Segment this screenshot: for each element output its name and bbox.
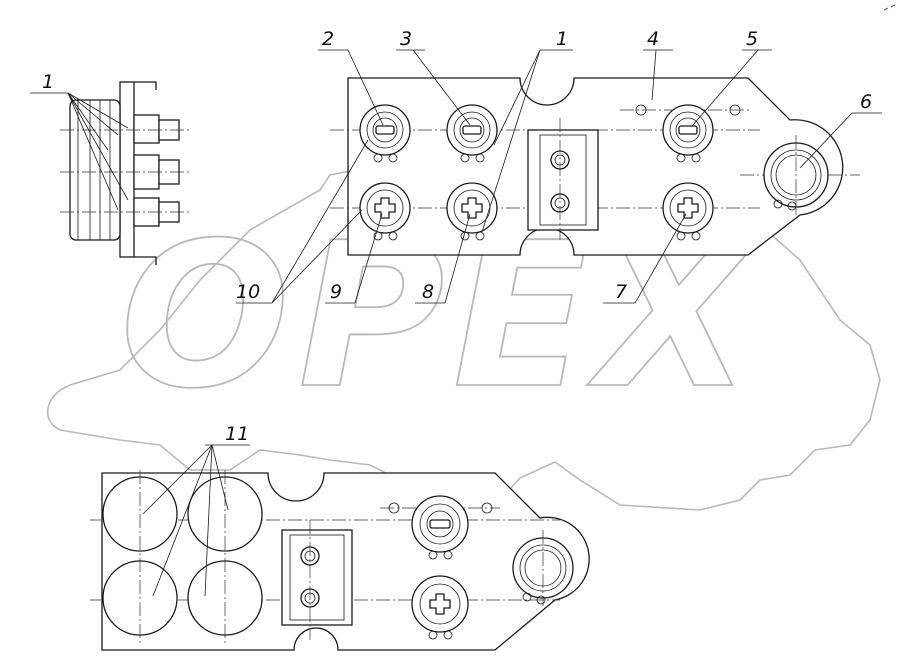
side-view-left: 1 [30,71,190,265]
socket-8 [446,182,498,241]
socket-3 [446,104,498,163]
callout-5: 5 [746,28,758,50]
side-flange [119,81,135,258]
socket-6 [763,135,829,215]
callout-1-top: 1 [556,28,568,50]
callout-8: 8 [422,281,434,303]
bottom-plate: 11 [90,423,590,651]
socket-5 [662,104,714,163]
callout-1-left: 1 [42,71,54,93]
side-boss-1 [133,114,160,144]
callout-2: 2 [322,28,334,50]
bottom-socket-cross [411,575,469,640]
socket-2 [359,104,411,163]
side-body [69,99,121,241]
callout-10: 10 [236,281,260,303]
callout-4: 4 [647,28,659,50]
bottom-socket-round [512,530,574,606]
corner-mark [883,4,896,11]
center-block [527,129,599,231]
socket-7 [662,182,714,241]
callout-11: 11 [225,423,249,445]
top-plate: 2 3 1 4 5 6 7 8 9 10 [236,28,882,304]
callout-3: 3 [400,28,412,50]
callout-7: 7 [615,281,627,303]
callout-6: 6 [860,91,872,113]
bottom-socket-slot [411,495,469,560]
side-bracket [134,81,157,265]
bottom-center-block [281,529,353,626]
socket-9 [359,182,411,241]
callout-9: 9 [330,281,342,303]
